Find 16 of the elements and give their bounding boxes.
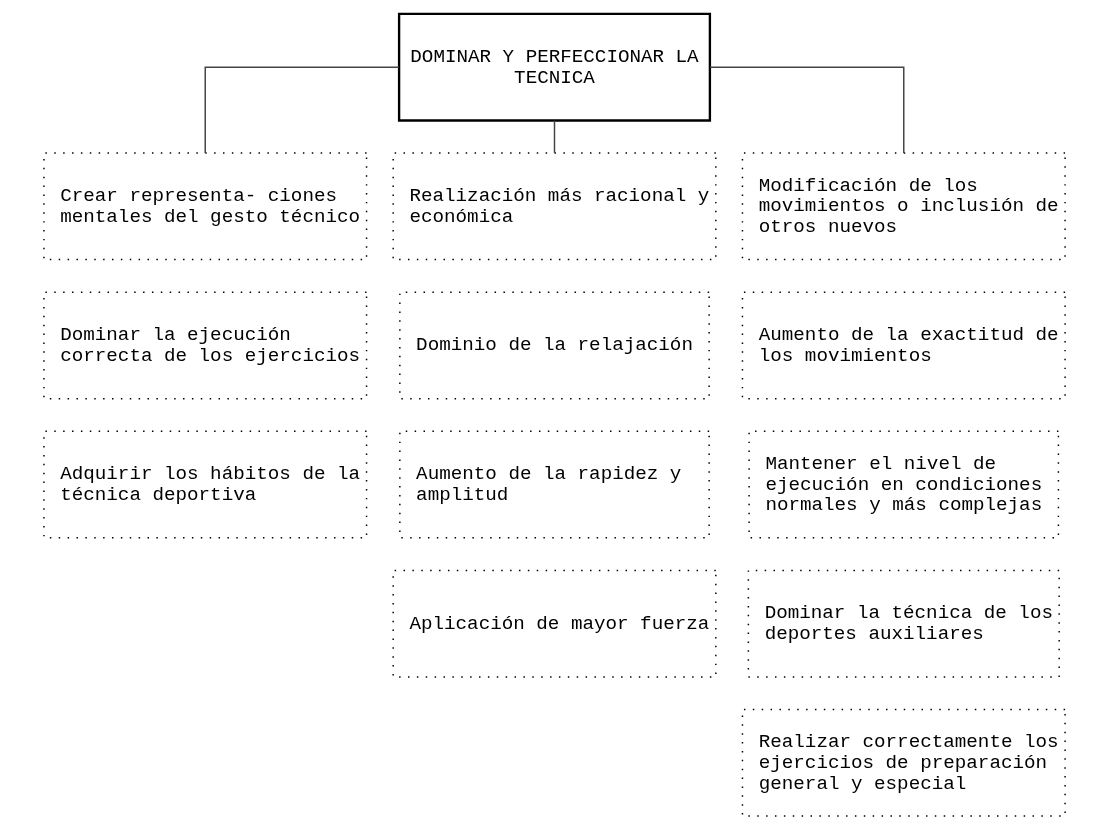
connector: [709, 66, 904, 154]
connector: [553, 119, 555, 154]
node-box: Realización más racional y económica: [391, 152, 717, 261]
node-box: Aumento de la exactitud de los movimientos: [741, 291, 1066, 400]
node-box: Dominar la técnica de los deportes auxiliares: [747, 569, 1060, 678]
node-box: Dominio de la relajación: [398, 291, 710, 400]
node-box: Modificación de los movimientos o inclusión de otros nuevos: [741, 152, 1066, 261]
node-box: Crear representa- ciones mentales del gesto técnico: [42, 152, 367, 261]
node-box: Dominar la ejecución correcta de los ejercicios: [42, 291, 367, 400]
connector: [204, 66, 399, 154]
node-box: Adquirir los hábitos de la técnica deportiva: [42, 430, 367, 539]
node-box: Realizar correctamente los ejercicios de preparación general y especial: [741, 708, 1066, 817]
node-box: Mantener el nivel de ejecución en condiciones normales y más complejas: [747, 430, 1059, 539]
node-box: Aumento de la rapidez y amplitud: [398, 430, 710, 539]
node-box: DOMINAR Y PERFECCIONAR LA TECNICA: [397, 12, 711, 122]
node-box: Aplicación de mayor fuerza: [391, 569, 717, 678]
